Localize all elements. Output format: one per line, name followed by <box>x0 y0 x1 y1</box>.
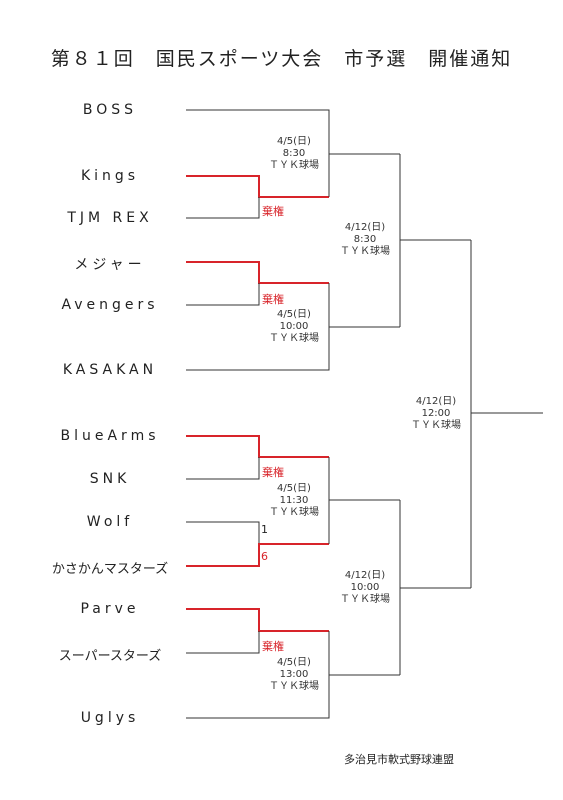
schedule-venue: ＴＹＫ球場 <box>269 507 319 518</box>
schedule-time: 8:30 <box>353 234 377 245</box>
schedule-date: 4/5(日) <box>277 483 311 494</box>
forfeit-note: 棄権 <box>262 293 284 306</box>
team-uglys: Uglys <box>80 710 140 726</box>
line-uglys <box>186 631 330 719</box>
forfeit-note: 棄権 <box>262 640 284 653</box>
schedule-date: 4/12(日) <box>415 396 457 407</box>
team-kasakan-masters: かさかんマスターズ <box>51 562 169 577</box>
organizer-name: 多治見市軟式野球連盟 <box>344 753 454 766</box>
team-bluearms: BlueArms <box>60 428 160 444</box>
schedule-venue: ＴＹＫ球場 <box>269 681 319 692</box>
schedule-venue: ＴＹＫ球場 <box>269 160 319 171</box>
schedule-time: 10:00 <box>350 582 380 593</box>
schedule-r1-snk: 4/5(日) 11:30 ＴＹＫ球場 <box>259 483 329 519</box>
team-wolf: Wolf <box>86 514 134 530</box>
team-kings: Kings <box>80 168 140 184</box>
schedule-r1-top: 4/5(日) 8:30 ＴＹＫ球場 <box>259 136 329 172</box>
line-kings <box>186 175 329 198</box>
line-parve <box>186 608 329 632</box>
team-avengers: Avengers <box>61 297 159 313</box>
schedule-date: 4/12(日) <box>344 222 386 233</box>
schedule-semi-top: 4/12(日) 8:30 ＴＹＫ球場 <box>330 222 400 258</box>
schedule-r1-uglys: 4/5(日) 13:00 ＴＹＫ球場 <box>259 657 329 693</box>
schedule-date: 4/5(日) <box>277 657 311 668</box>
team-tjm-rex: TJM REX <box>67 210 153 226</box>
line-avengers <box>186 283 260 306</box>
schedule-final: 4/12(日) 12:00 ＴＹＫ球場 <box>401 396 471 432</box>
schedule-venue: ＴＹＫ球場 <box>340 246 390 257</box>
line-major <box>186 261 329 284</box>
line-boss <box>186 109 330 197</box>
forfeit-note: 棄権 <box>262 205 284 218</box>
page-title: 第８１回 国民スポーツ大会 市予選 開催通知 <box>50 48 513 70</box>
schedule-time: 10:00 <box>279 321 309 332</box>
line-superstars <box>186 631 260 654</box>
line-bluearms <box>186 435 329 458</box>
line-tjm-rex <box>186 197 260 219</box>
schedule-time: 8:30 <box>282 148 306 159</box>
schedule-semi-bottom: 4/12(日) 10:00 ＴＹＫ球場 <box>330 570 400 606</box>
schedule-time: 11:30 <box>279 495 309 506</box>
line-kasakan <box>186 283 330 371</box>
schedule-date: 4/12(日) <box>344 570 386 581</box>
team-major: メジャー <box>74 257 146 273</box>
schedule-r1-kasakan: 4/5(日) 10:00 ＴＹＫ球場 <box>259 309 329 345</box>
line-kasakan-masters <box>186 543 329 567</box>
line-snk <box>186 457 260 480</box>
team-superstars: スーパースターズ <box>58 649 162 664</box>
team-snk: SNK <box>89 471 131 487</box>
forfeit-note: 棄権 <box>262 466 284 479</box>
team-kasakan: KASAKAN <box>62 362 158 378</box>
schedule-date: 4/5(日) <box>277 136 311 147</box>
schedule-time: 13:00 <box>279 669 309 680</box>
score-wolf: 1 <box>261 523 268 536</box>
schedule-venue: ＴＹＫ球場 <box>411 420 461 431</box>
score-kasakan-masters: 6 <box>261 550 268 563</box>
schedule-venue: ＴＹＫ球場 <box>340 594 390 605</box>
schedule-date: 4/5(日) <box>277 309 311 320</box>
schedule-venue: ＴＹＫ球場 <box>269 333 319 344</box>
team-boss: BOSS <box>82 102 138 118</box>
schedule-time: 12:00 <box>421 408 451 419</box>
team-parve: Parve <box>80 601 140 617</box>
line-wolf <box>186 521 260 544</box>
